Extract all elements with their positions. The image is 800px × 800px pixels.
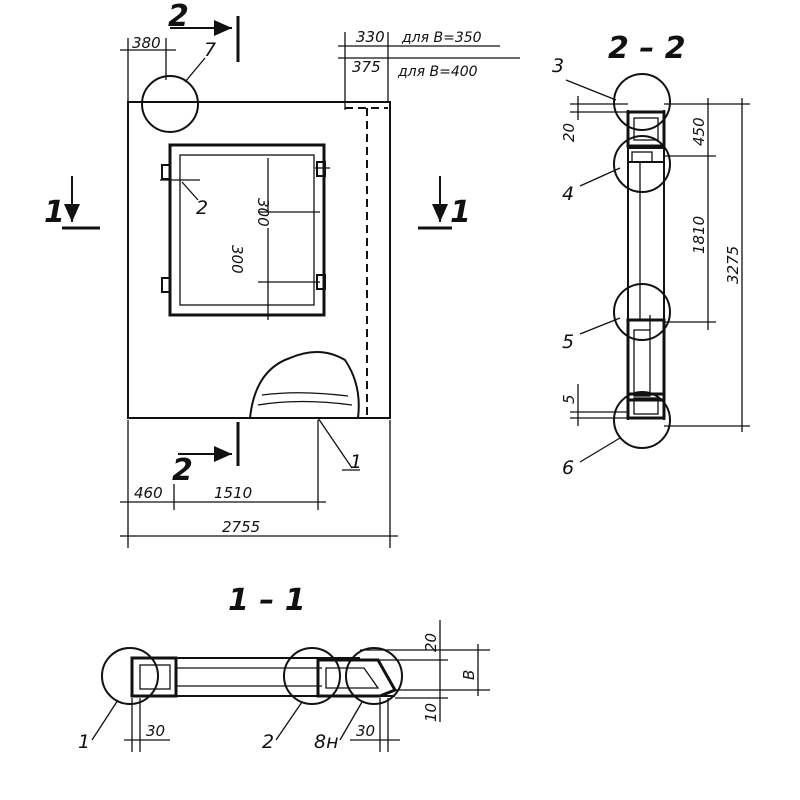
- dim-B: B: [460, 670, 478, 680]
- embedded-plate: [161, 277, 171, 293]
- dim-380: 380: [132, 34, 161, 52]
- cutout-breakout: [249, 351, 360, 419]
- section-1-1: 1 – 1 1 2 8н 30 30: [78, 583, 490, 753]
- section-2-2: 2 – 2 3 4 5 6 2: [552, 31, 750, 479]
- section-1-1-title: 1 – 1: [228, 583, 306, 618]
- section-2-2-base: [626, 392, 666, 420]
- embedded-plate: [161, 164, 171, 180]
- section-mark-1-left: 1: [44, 195, 65, 230]
- callout-1: 1: [350, 451, 362, 473]
- section-mark-1-right: 1: [450, 195, 471, 230]
- embedded-plate: [316, 161, 326, 177]
- dim-5-2-2: 5: [560, 394, 578, 404]
- detail-circle-6: [613, 391, 671, 449]
- dim-30-right: 30: [356, 722, 375, 740]
- dim-450: 450: [690, 117, 708, 146]
- detail-circle-3: [613, 73, 671, 131]
- callout-4: 4: [562, 183, 574, 205]
- callout-1-section: 1: [78, 731, 90, 753]
- dim-3275: 3275: [724, 246, 742, 284]
- note-b-400: для B=400: [397, 64, 478, 80]
- dim-20-1-1: 20: [422, 633, 440, 652]
- detail-circle-7: [141, 75, 199, 133]
- callout-6: 6: [562, 457, 574, 479]
- dim-300-upper: 300: [254, 198, 272, 227]
- panel-outline: [127, 101, 391, 419]
- section-2-2-title: 2 – 2: [608, 31, 686, 66]
- dim-300-lower: 300: [228, 245, 246, 274]
- dim-1510: 1510: [214, 484, 252, 502]
- detail-circle-1: [101, 647, 159, 705]
- detail-circle-5: [613, 283, 671, 341]
- callout-8n: 8н: [314, 731, 339, 753]
- detail-circle-4: [613, 135, 671, 193]
- detail-circle-2: [283, 647, 341, 705]
- dim-20-2-2: 20: [560, 123, 578, 142]
- detail-circle-8n: [345, 647, 403, 705]
- section-mark-2-top: 2: [168, 0, 189, 34]
- dim-375: 375: [352, 58, 381, 76]
- dim-10-1-1: 10: [422, 703, 440, 722]
- front-view: 300 300 7 2 1 2 2 1 1: [44, 0, 520, 548]
- dim-2755: 2755: [222, 518, 260, 536]
- dim-1810: 1810: [690, 216, 708, 254]
- section-2-2-bottom-rib: [626, 318, 666, 402]
- callout-3: 3: [552, 55, 564, 77]
- section-1-1-left-rib: [130, 656, 178, 698]
- callout-7: 7: [204, 39, 216, 61]
- dim-30-left: 30: [146, 722, 165, 740]
- callout-5: 5: [562, 331, 574, 353]
- callout-2-section: 2: [262, 731, 274, 753]
- window-opening-inner: [179, 154, 315, 306]
- dim-460: 460: [134, 484, 163, 502]
- section-mark-2-bottom: 2: [172, 453, 193, 488]
- window-opening-outer: [168, 143, 326, 317]
- callout-2: 2: [196, 197, 208, 219]
- dim-330: 330: [356, 28, 385, 46]
- note-b-350: для B=350: [401, 30, 482, 46]
- section-1-1-right-rib: [316, 658, 398, 698]
- section-2-2-top-rib: [626, 110, 666, 148]
